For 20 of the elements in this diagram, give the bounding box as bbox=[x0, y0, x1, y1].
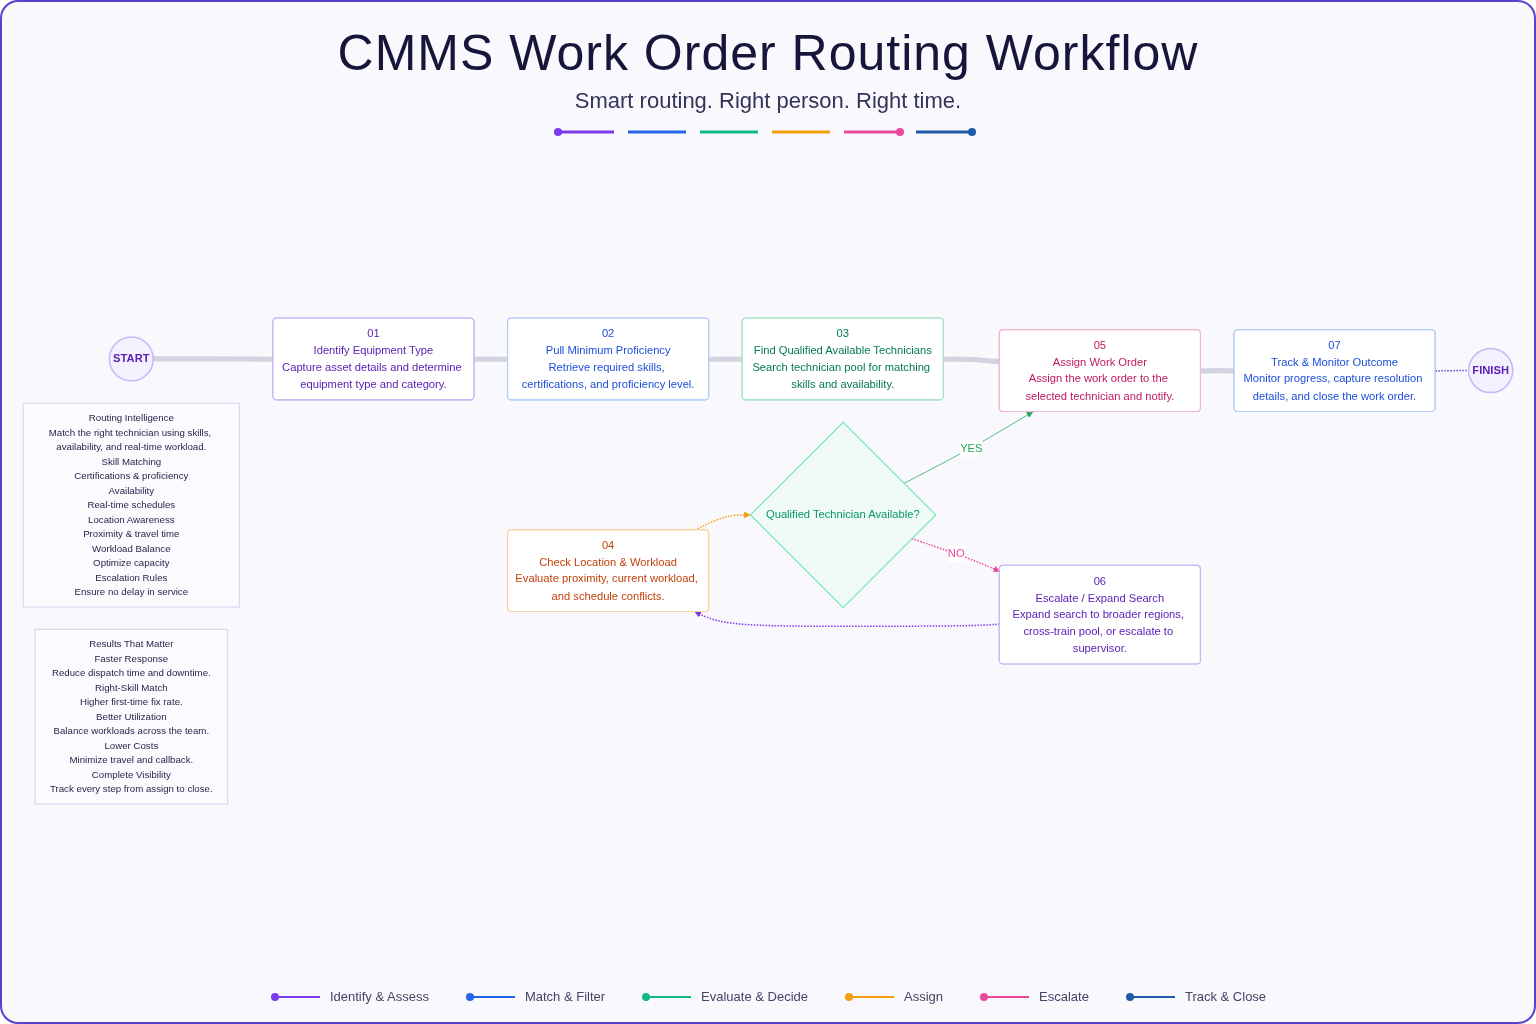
edge-label: YES bbox=[960, 441, 983, 454]
arrow bbox=[911, 537, 1000, 572]
arrow bbox=[694, 511, 751, 531]
node-circle bbox=[108, 335, 154, 382]
legend-text: Track & Close bbox=[1184, 989, 1267, 1004]
legend-text: Identify & Assess bbox=[329, 989, 429, 1004]
connector bbox=[474, 355, 508, 362]
node-circle bbox=[1467, 347, 1514, 393]
legend-text: Evaluate & Decide bbox=[701, 989, 809, 1004]
legend-text: Match & Filter bbox=[524, 989, 606, 1004]
title: CMMS Work Order Routing Workflow bbox=[337, 24, 1199, 82]
connector bbox=[943, 356, 1000, 364]
node-box bbox=[22, 402, 240, 608]
subtitle: Smart routing. Right person. Right time. bbox=[574, 88, 962, 114]
edge-label: NO bbox=[947, 546, 965, 560]
legend-text: Escalate bbox=[1039, 989, 1089, 1004]
node-diamond bbox=[749, 420, 937, 608]
connector bbox=[709, 355, 743, 362]
legend-text: Assign bbox=[904, 989, 944, 1004]
node-box bbox=[34, 628, 229, 805]
